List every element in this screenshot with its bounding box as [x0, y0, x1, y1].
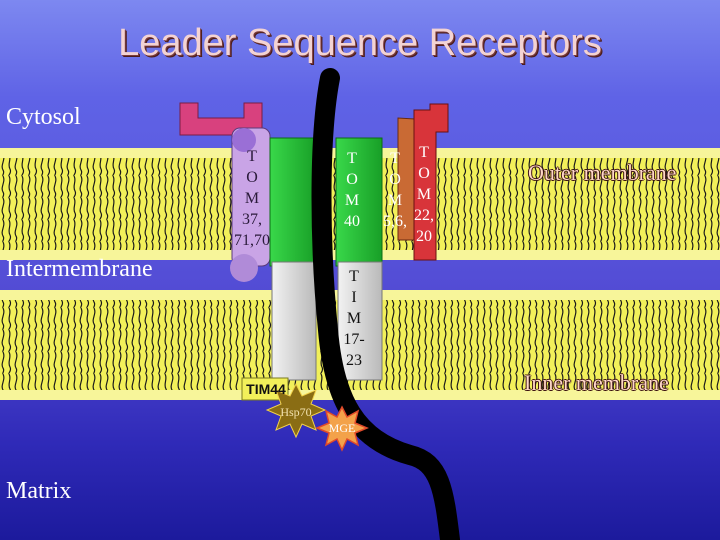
mge-shape [315, 405, 369, 452]
tim1723-label: T I M 17- 23 [343, 268, 365, 369]
tom40-channel [269, 137, 383, 267]
tom40-label: T O M 40 [344, 150, 360, 230]
matrix-label: Matrix [6, 478, 72, 504]
tom37-label: T O M 37, 71,70 [234, 148, 270, 249]
intermembrane-label: Intermembrane [6, 256, 153, 282]
page-title: Leader Sequence Receptors [118, 22, 602, 64]
precursor-chain [311, 68, 460, 540]
tom56-label: T O M 5,6, [383, 150, 407, 230]
tom22-label: T O M 22, 20 [414, 144, 434, 245]
outer-membrane-label: Outer membrane [528, 160, 677, 185]
inner-membrane-label: Inner membrane [524, 370, 669, 395]
cytosol-label: Cytosol [6, 104, 81, 130]
tim44-box [241, 377, 289, 401]
mge-label: MGE [328, 421, 356, 435]
tom22-receptor [397, 103, 449, 261]
hsp70-shape [265, 382, 327, 439]
tim44-label: TIM44 [246, 381, 286, 397]
hsp70-label: Hsp70 [280, 405, 312, 419]
tim1723-channel [271, 261, 383, 381]
